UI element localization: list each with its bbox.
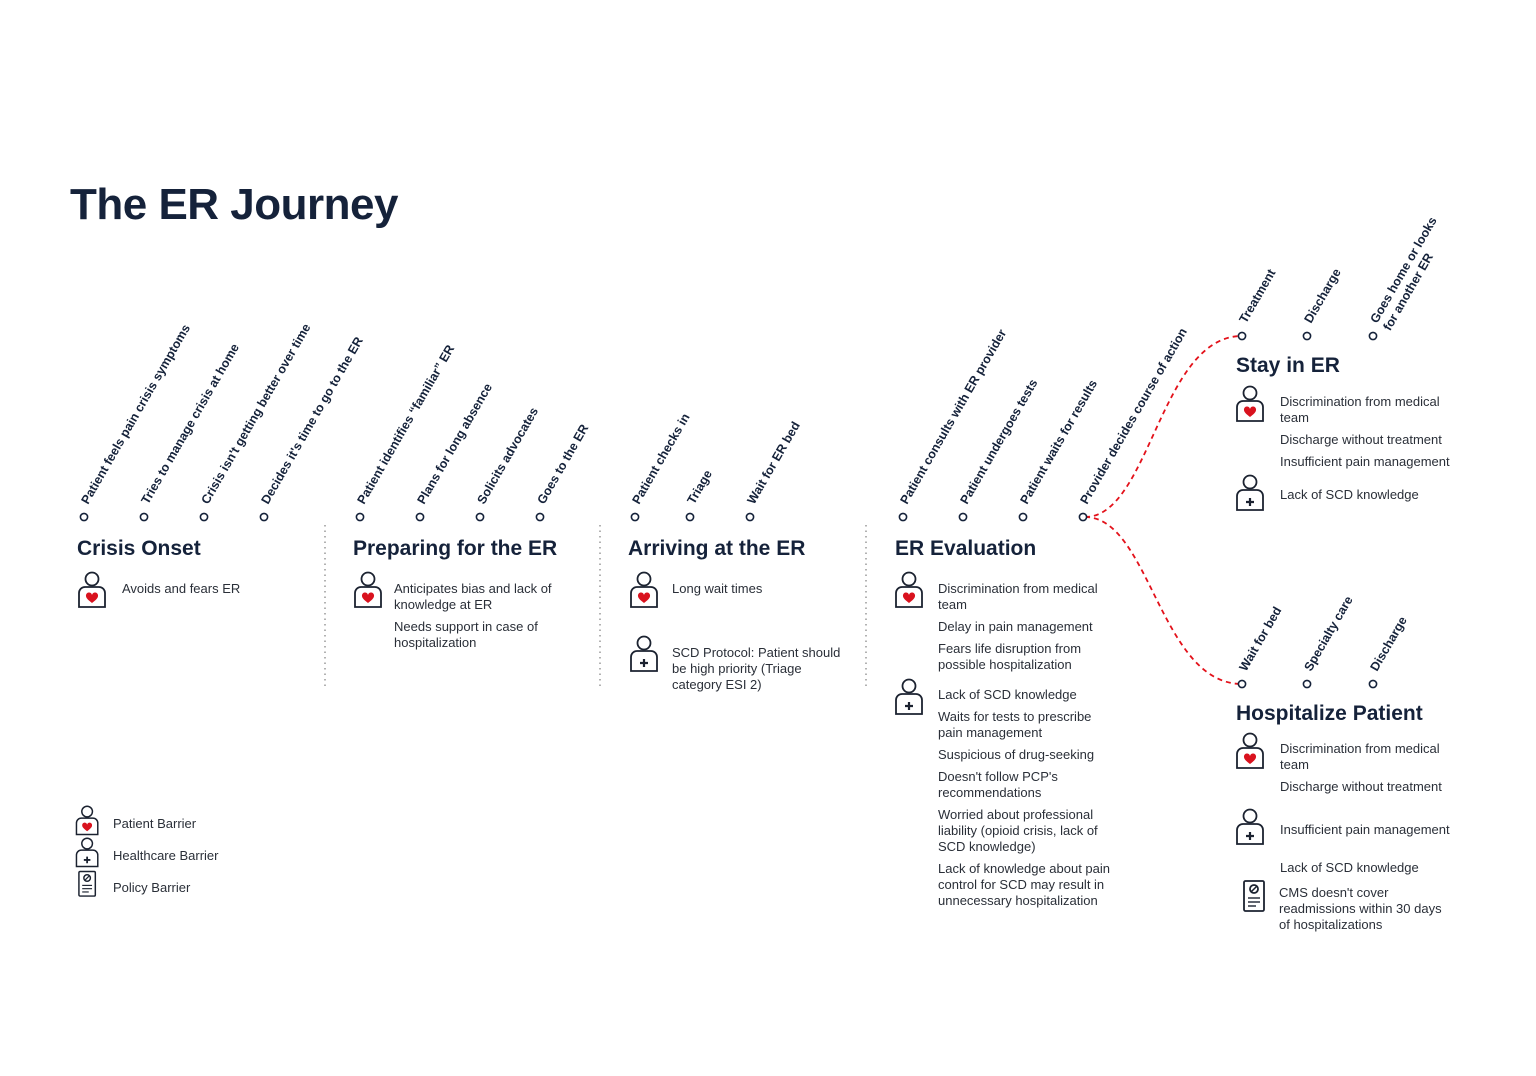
stage-title: Preparing for the ER xyxy=(353,537,558,560)
barrier-text: Lack of SCD knowledge xyxy=(1280,860,1419,875)
step-label: Patient consults with ER provider xyxy=(897,327,1009,507)
step-node xyxy=(685,512,695,522)
policy-barrier-icon xyxy=(1238,878,1270,916)
patient-barrier-icon xyxy=(76,571,108,609)
patient-barrier-icon xyxy=(74,805,100,836)
healthcare-barrier-icon xyxy=(1234,474,1266,512)
barrier-text: Insufficient pain management xyxy=(1280,454,1450,469)
stage-title: Crisis Onset xyxy=(77,537,201,560)
branch-to-stay xyxy=(1084,335,1243,518)
barrier-text: SCD Protocol: Patient should be high pri… xyxy=(672,645,841,692)
barrier-text: Anticipates bias and lack of knowledge a… xyxy=(394,581,552,612)
step-label: Wait for bed xyxy=(1236,604,1284,673)
barrier-text: Waits for tests to prescribe pain manage… xyxy=(938,709,1092,740)
step-label: Goes home or looksfor another ER xyxy=(1367,214,1452,333)
step-node xyxy=(139,512,149,522)
step-label: Provider decides course of action xyxy=(1077,326,1190,507)
step-node xyxy=(415,512,425,522)
step-node xyxy=(535,512,545,522)
patient-barrier-icon xyxy=(893,571,925,609)
step-node xyxy=(1078,512,1088,522)
legend-label: Patient Barrier xyxy=(113,816,197,831)
stage-title: Hospitalize Patient xyxy=(1236,702,1423,725)
step-label: Solicits advocates xyxy=(474,405,541,507)
barrier-text: Fears life disruption from possible hosp… xyxy=(938,641,1082,672)
step-node xyxy=(199,512,209,522)
barrier-text: Delay in pain management xyxy=(938,619,1093,634)
step-label: Wait for ER bed xyxy=(744,419,802,506)
step-node xyxy=(1237,331,1247,341)
barrier-text: Lack of SCD knowledge xyxy=(938,687,1077,702)
step-label: Patient feels pain crisis symptoms xyxy=(78,322,193,507)
barrier-text: Discrimination from medical team xyxy=(938,581,1098,612)
step-node xyxy=(1302,679,1312,689)
barrier-text: Lack of knowledge about pain control for… xyxy=(938,861,1111,908)
step-label: Patient identifies “familiar” ER xyxy=(354,342,457,506)
legend-label: Policy Barrier xyxy=(113,880,191,895)
step-label: Triage xyxy=(684,468,715,507)
step-node xyxy=(1302,331,1312,341)
healthcare-barrier-icon xyxy=(1234,808,1266,846)
step-node xyxy=(475,512,485,522)
step-node xyxy=(1368,679,1378,689)
branch-to-hospitalize xyxy=(1084,516,1243,685)
step-label: Decides it's time to go to the ER xyxy=(258,335,365,507)
barrier-text: CMS doesn't cover readmissions within 30… xyxy=(1279,885,1442,932)
step-node xyxy=(1018,512,1028,522)
legend-label: Healthcare Barrier xyxy=(113,848,219,863)
healthcare-barrier-icon xyxy=(893,678,925,716)
barrier-text: Discharge without treatment xyxy=(1280,779,1442,794)
barrier-text: Insufficient pain management xyxy=(1280,822,1450,837)
policy-barrier-icon xyxy=(74,869,100,900)
step-label: Crisis isn't getting better over time xyxy=(198,321,313,506)
barrier-text: Lack of SCD knowledge xyxy=(1280,487,1419,502)
step-node xyxy=(745,512,755,522)
step-label: Patient checks in xyxy=(629,411,692,506)
barrier-text: Discharge without treatment xyxy=(1280,432,1442,447)
step-node xyxy=(630,512,640,522)
patient-barrier-icon xyxy=(1234,385,1266,423)
patient-barrier-icon xyxy=(352,571,384,609)
barrier-text: Avoids and fears ER xyxy=(122,581,241,596)
barrier-text: Discrimination from medical team xyxy=(1280,394,1440,425)
step-label: Discharge xyxy=(1367,614,1409,673)
step-node xyxy=(355,512,365,522)
step-node xyxy=(1368,331,1378,341)
step-label: Specialty care xyxy=(1301,594,1355,674)
step-node xyxy=(79,512,89,522)
stage-title: ER Evaluation xyxy=(895,537,1037,560)
barrier-text: Discrimination from medical team xyxy=(1280,741,1440,772)
barrier-text: Doesn't follow PCP's recommendations xyxy=(938,769,1058,800)
step-label: Tries to manage crisis at home xyxy=(138,341,242,506)
barrier-text: Long wait times xyxy=(672,581,763,596)
step-label: Discharge xyxy=(1301,266,1343,325)
barrier-text: Suspicious of drug-seeking xyxy=(938,747,1095,762)
stage-title: Arriving at the ER xyxy=(628,537,806,560)
healthcare-barrier-icon xyxy=(628,635,660,673)
patient-barrier-icon xyxy=(628,571,660,609)
page-title: The ER Journey xyxy=(70,180,398,229)
step-node xyxy=(1237,679,1247,689)
step-label: Goes to the ER xyxy=(534,422,591,507)
step-node xyxy=(958,512,968,522)
step-node xyxy=(898,512,908,522)
barrier-text: Worried about professional liability (op… xyxy=(938,807,1098,854)
step-node xyxy=(259,512,269,522)
healthcare-barrier-icon xyxy=(74,837,100,868)
step-label: Treatment xyxy=(1236,266,1278,325)
stage-title: Stay in ER xyxy=(1236,354,1340,377)
barrier-text: Needs support in case of hospitalization xyxy=(394,619,538,650)
patient-barrier-icon xyxy=(1234,732,1266,770)
